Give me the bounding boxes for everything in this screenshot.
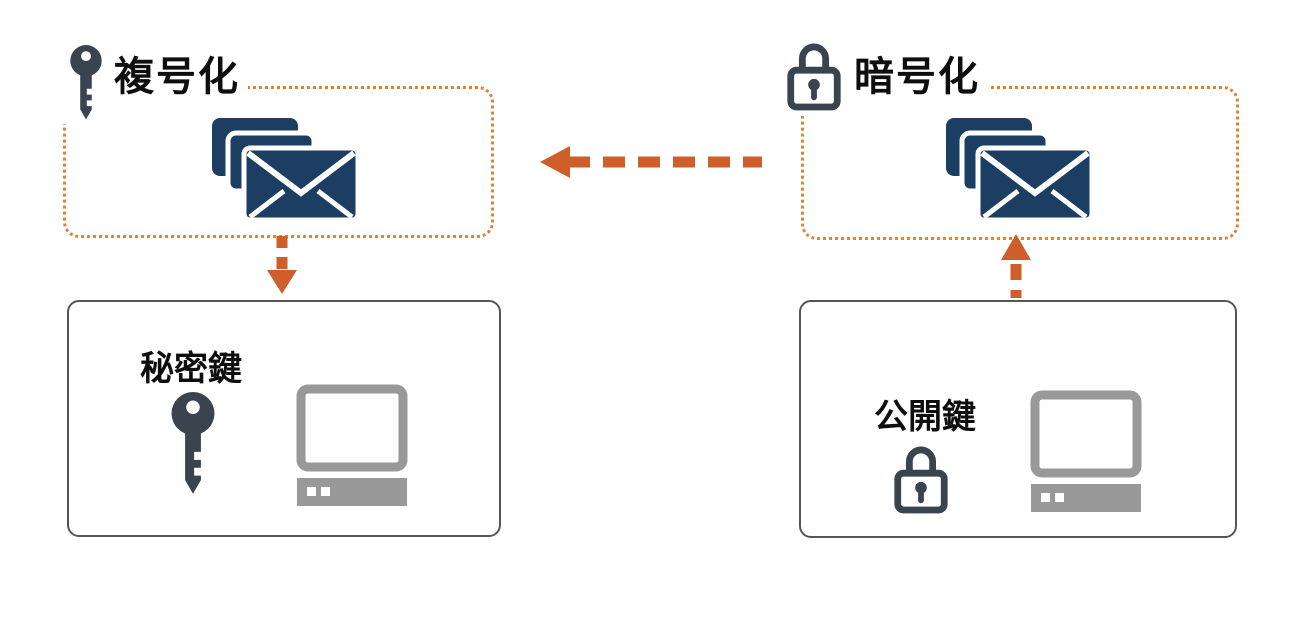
mail-stack-icon xyxy=(210,116,362,223)
decryption-label: 複号化 xyxy=(106,56,248,98)
arrow-left-icon xyxy=(540,144,762,180)
mail-stack-icon xyxy=(944,116,1096,223)
lock-icon xyxy=(778,36,850,116)
lock-icon xyxy=(890,442,952,516)
key-icon xyxy=(168,392,218,496)
public-key-box xyxy=(799,300,1237,538)
encryption-label: 暗号化 xyxy=(846,56,988,98)
private-key-box xyxy=(67,300,501,537)
computer-icon xyxy=(296,384,408,506)
key-icon xyxy=(62,42,110,124)
arrow-down-icon xyxy=(264,236,300,296)
computer-icon xyxy=(1030,390,1142,512)
arrow-up-icon xyxy=(998,234,1034,298)
public-key-label: 公開鍵 xyxy=(874,398,976,436)
private-key-label: 秘密鍵 xyxy=(140,350,242,388)
